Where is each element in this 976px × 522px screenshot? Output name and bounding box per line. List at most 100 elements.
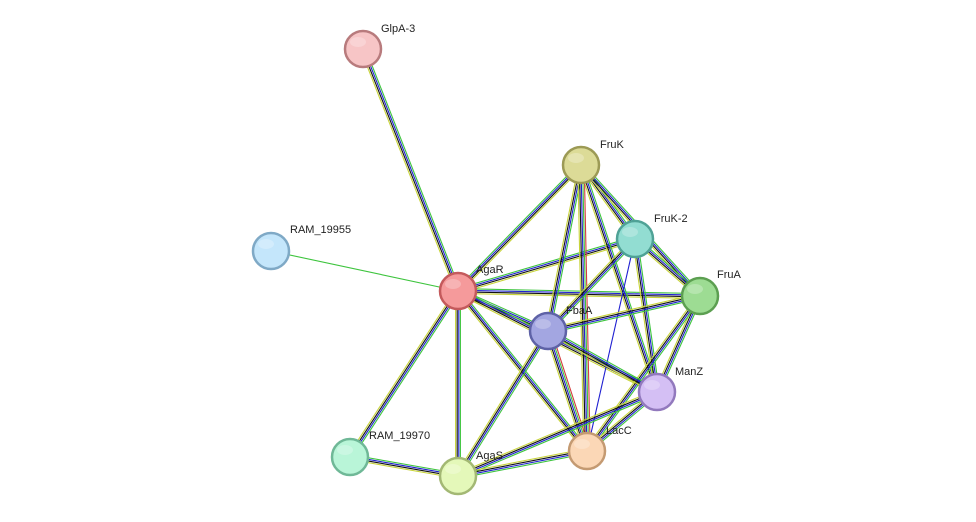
edge-evidence-line — [458, 288, 701, 295]
edge-evidence-line — [458, 451, 588, 478]
edge-evidence-line — [270, 250, 459, 292]
node-label: FbaA — [566, 305, 593, 317]
node-circle[interactable] — [438, 271, 478, 311]
edge-evidence-line — [458, 289, 701, 296]
edge-FruK-LacC — [577, 164, 591, 452]
node-label: FruK-2 — [654, 213, 688, 225]
edge-AgaR-AgaS — [455, 291, 461, 476]
node-circle[interactable] — [567, 431, 607, 471]
node-label: AgaR — [476, 264, 504, 276]
edge-evidence-line — [457, 449, 587, 476]
edge-evidence-line — [635, 238, 659, 392]
node-circle[interactable] — [680, 276, 720, 316]
edge-FruK-2-FbaA — [545, 236, 638, 334]
edge-evidence-line — [458, 393, 659, 479]
edge-RAM_19955-AgaR — [270, 250, 459, 292]
node-label: FruK — [600, 139, 625, 151]
edge-evidence-line — [459, 289, 590, 450]
edge-evidence-line — [581, 164, 659, 392]
edge-evidence-line — [548, 297, 701, 334]
node-circle[interactable] — [615, 219, 655, 259]
node-highlight — [535, 319, 551, 329]
node-FbaA[interactable]: FbaA — [528, 305, 593, 351]
node-circle[interactable] — [438, 456, 478, 496]
edge-evidence-line — [636, 238, 660, 392]
edge-evidence-line — [360, 49, 457, 293]
edge-evidence-line — [548, 328, 659, 391]
edge-evidence-line — [459, 331, 551, 478]
node-circle[interactable] — [251, 231, 291, 271]
edge-evidence-line — [549, 240, 638, 334]
edge-evidence-line — [548, 329, 658, 392]
edge-LacC-AgaS — [457, 448, 588, 479]
node-FruK[interactable]: FruK — [561, 139, 625, 185]
edge-evidence-line — [583, 164, 591, 451]
node-FruA[interactable]: FruA — [680, 269, 742, 316]
edge-evidence-line — [547, 238, 635, 331]
node-highlight — [337, 445, 353, 455]
node-FruK-2[interactable]: FruK-2 — [615, 213, 688, 259]
edge-evidence-line — [545, 236, 634, 330]
node-circle[interactable] — [561, 145, 601, 185]
node-circle[interactable] — [528, 311, 568, 351]
edge-FruA-LacC — [584, 294, 703, 453]
edge-evidence-line — [351, 292, 461, 459]
node-label: ManZ — [675, 366, 703, 378]
edge-evidence-line — [455, 329, 547, 476]
edge-evidence-line — [587, 296, 702, 452]
edge-evidence-line — [459, 166, 584, 294]
edge-evidence-line — [578, 165, 586, 452]
node-circle[interactable] — [637, 372, 677, 412]
edge-evidence-line — [458, 331, 550, 477]
edge-FbaA-ManZ — [546, 328, 659, 395]
node-label: RAM_19970 — [369, 430, 430, 442]
edge-evidence-line — [582, 164, 590, 451]
edge-evidence-line — [547, 330, 588, 452]
edge-evidence-line — [458, 392, 658, 478]
edge-FbaA-AgaS — [455, 329, 551, 478]
edge-evidence-line — [633, 239, 657, 393]
edge-evidence-line — [456, 389, 657, 475]
node-GlpA-3[interactable]: GlpA-3 — [343, 23, 415, 69]
node-circle[interactable] — [343, 29, 383, 69]
node-label: AgaS — [476, 450, 503, 462]
edge-evidence-line — [546, 332, 657, 395]
edge-evidence-line — [546, 164, 581, 331]
edge-evidence-line — [585, 295, 700, 451]
edge-AgaR-FruK — [455, 162, 584, 294]
edge-evidence-line — [579, 165, 657, 393]
edge-evidence-line — [547, 293, 700, 330]
node-LacC[interactable]: LacC — [567, 425, 632, 471]
edge-evidence-line — [548, 296, 701, 333]
edge-evidence-line — [545, 164, 580, 331]
edge-evidence-line — [458, 452, 588, 479]
edge-evidence-line — [577, 165, 585, 452]
edge-evidence-line — [457, 164, 581, 291]
edge-evidence-line — [582, 164, 660, 392]
edge-evidence-line — [580, 164, 588, 452]
node-label: RAM_19955 — [290, 224, 351, 236]
edge-evidence-line — [455, 162, 580, 290]
edge-FbaA-LacC — [544, 329, 591, 453]
edge-evidence-line — [361, 49, 458, 292]
node-highlight — [568, 153, 584, 163]
node-highlight — [644, 380, 660, 390]
node-RAM_19955[interactable]: RAM_19955 — [251, 224, 351, 271]
node-ManZ[interactable]: ManZ — [637, 366, 703, 412]
edge-evidence-line — [456, 330, 548, 476]
node-AgaS[interactable]: AgaS — [438, 450, 503, 496]
node-RAM_19970[interactable]: RAM_19970 — [330, 430, 430, 477]
node-circle[interactable] — [330, 437, 370, 477]
node-highlight — [350, 37, 366, 47]
edge-evidence-line — [547, 331, 657, 394]
edge-evidence-line — [457, 390, 657, 476]
node-highlight — [574, 439, 590, 449]
edge-evidence-line — [584, 294, 699, 450]
edge-evidence-line — [457, 292, 700, 299]
node-highlight — [622, 227, 638, 237]
node-highlight — [445, 279, 461, 289]
node-AgaR[interactable]: AgaR — [438, 264, 504, 311]
edge-evidence-line — [348, 290, 458, 457]
node-highlight — [687, 284, 703, 294]
